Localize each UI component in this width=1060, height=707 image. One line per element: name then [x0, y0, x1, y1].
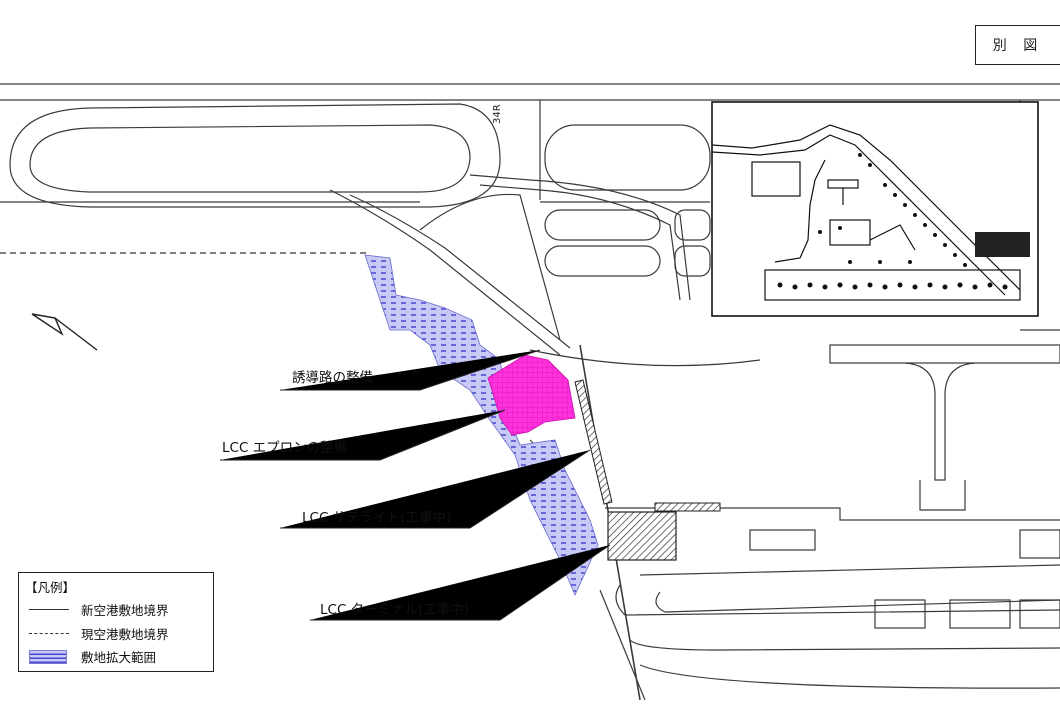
callout-lcc-terminal: LCC ターミナル(工事中)	[320, 602, 470, 618]
site-expansion-area	[364, 254, 599, 596]
sheet-label: 別 図	[975, 25, 1060, 65]
legend-label: 現空港敷地境界	[81, 627, 169, 642]
lcc-satellite-building	[574, 379, 613, 505]
leader-satellite	[280, 449, 591, 529]
lcc-terminal-building	[607, 511, 677, 561]
inset-key-plan	[711, 101, 1039, 317]
main-terminal-block	[605, 507, 1060, 521]
callout-taxiway: 誘導路の整備	[292, 370, 373, 386]
runway-label: 34R	[492, 104, 503, 124]
terminal-pier-head	[829, 344, 1060, 364]
legend-title: 【凡例】	[25, 580, 76, 595]
leader-apron	[220, 409, 506, 461]
north-arrow-icon	[31, 313, 98, 351]
legend-item-existing-boundary: 現空港敷地境界	[29, 624, 169, 643]
dashed-line-icon	[29, 627, 73, 641]
callout-lcc-satellite: LCC サテライト(工事中)	[302, 510, 452, 526]
solid-line-icon	[29, 603, 73, 617]
legend-label: 新空港敷地境界	[81, 603, 169, 618]
taxiway-loop-left	[29, 124, 471, 193]
legend-label: 敷地拡大範囲	[81, 650, 157, 665]
legend-item-new-boundary: 新空港敷地境界	[29, 600, 169, 619]
hatched-fill-icon	[29, 649, 73, 664]
access-road	[329, 189, 561, 356]
callout-lcc-apron: LCC エプロンの整備	[222, 440, 348, 456]
leader-taxiway	[280, 349, 541, 391]
map-legend: 【凡例】 新空港敷地境界 現空港敷地境界 敷地拡大範囲	[18, 572, 214, 672]
legend-item-expansion-area: 敷地拡大範囲	[29, 647, 156, 666]
leader-terminal	[310, 544, 611, 621]
